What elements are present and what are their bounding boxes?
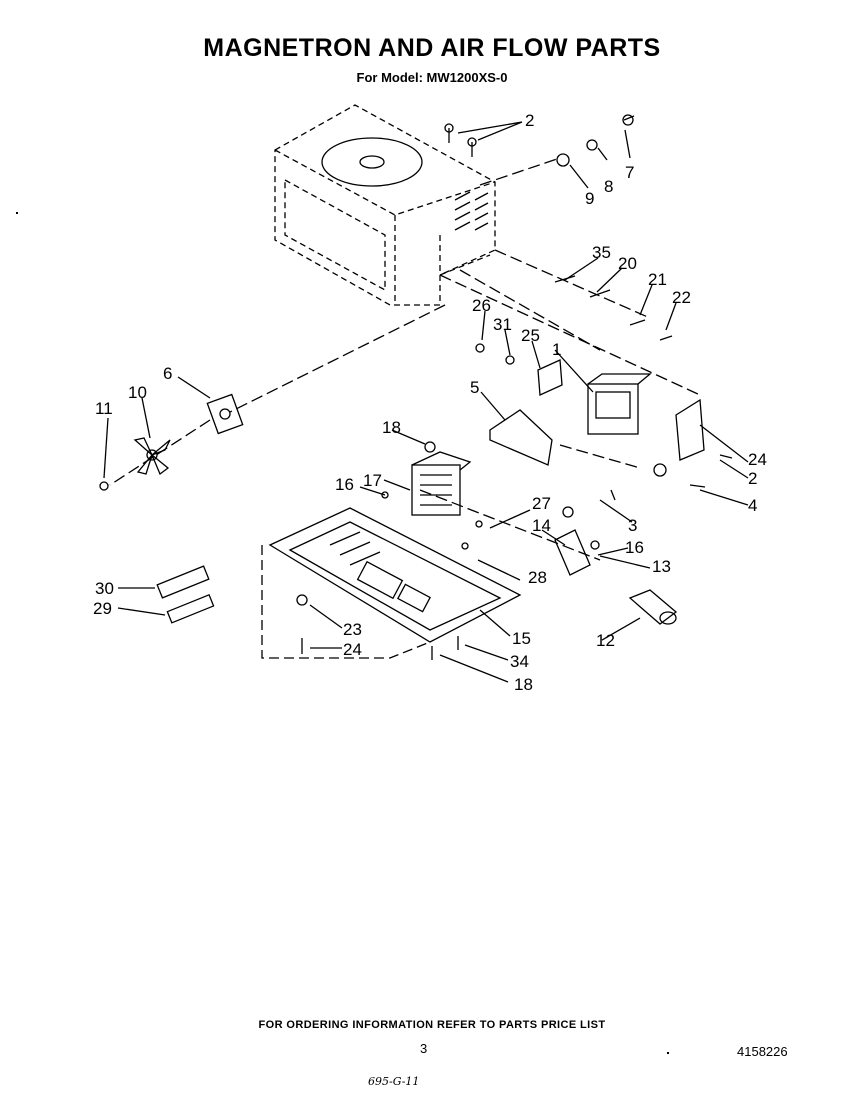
screw-parts xyxy=(296,114,733,660)
callout-label: 8 xyxy=(604,177,613,196)
callout-label: 25 xyxy=(521,326,540,345)
turntable-tray xyxy=(321,137,423,187)
transformer-part xyxy=(411,451,472,516)
callout-label: 28 xyxy=(528,568,547,587)
model-subtitle: For Model: MW1200XS-0 xyxy=(356,70,508,85)
fan-nut-part xyxy=(99,481,109,491)
callout-label: 27 xyxy=(532,494,551,513)
waveguide-cover-part xyxy=(675,398,705,461)
callout-label: 22 xyxy=(672,288,691,307)
connector-parts xyxy=(554,275,673,341)
callout-label: 12 xyxy=(596,631,615,650)
scan-speck xyxy=(16,212,18,214)
callout-label: 15 xyxy=(512,629,531,648)
callout-label: 10 xyxy=(128,383,147,402)
callout-label: 23 xyxy=(343,620,362,639)
air-guide-part xyxy=(489,409,553,466)
vent-slots xyxy=(454,191,489,231)
base-group-bracket xyxy=(261,545,431,659)
base-plate-part xyxy=(268,507,522,643)
callout-label: 2 xyxy=(525,111,534,130)
page-title: MAGNETRON AND AIR FLOW PARTS xyxy=(203,34,661,62)
capacitor-part xyxy=(628,589,678,625)
callout-label: 18 xyxy=(514,675,533,694)
callout-leaders xyxy=(103,121,749,683)
bracket-part xyxy=(537,359,563,396)
callout-label: 9 xyxy=(585,189,594,208)
callout-label: 4 xyxy=(748,496,757,515)
callout-label: 26 xyxy=(472,296,491,315)
callout-label: 24 xyxy=(343,640,362,659)
callout-label: 13 xyxy=(652,557,671,576)
magnetron-part xyxy=(587,373,652,435)
callout-label: 3 xyxy=(628,516,637,535)
callout-label: 20 xyxy=(618,254,637,273)
fan-blade-part xyxy=(133,437,171,476)
callout-label: 5 xyxy=(470,378,479,397)
callout-label: 14 xyxy=(532,516,551,535)
callout-labels: 2 7 8 9 35 20 21 22 26 31 25 1 5 6 10 11… xyxy=(93,111,767,694)
callout-label: 31 xyxy=(493,315,512,334)
scan-speck xyxy=(667,1052,669,1054)
callout-label: 29 xyxy=(93,599,112,618)
callout-label: 7 xyxy=(625,163,634,182)
handwritten-note: 695-G-11 xyxy=(368,1075,420,1088)
callout-label: 1 xyxy=(552,340,561,359)
assembly-lines xyxy=(109,157,701,561)
ordering-note: FOR ORDERING INFORMATION REFER TO PARTS … xyxy=(258,1019,606,1031)
page-number: 3 xyxy=(420,1041,428,1056)
callout-label: 24 xyxy=(748,450,767,469)
document-number: 4158226 xyxy=(737,1044,788,1059)
capacitor-bracket-part xyxy=(554,529,591,576)
callout-label: 35 xyxy=(592,243,611,262)
callout-label: 18 xyxy=(382,418,401,437)
callout-label: 11 xyxy=(95,399,113,418)
callout-label: 30 xyxy=(95,579,114,598)
callout-label: 21 xyxy=(648,270,667,289)
fan-motor-part xyxy=(206,393,244,435)
callout-label: 2 xyxy=(748,469,757,488)
callout-label: 16 xyxy=(335,475,354,494)
filter-part-30 xyxy=(166,593,215,624)
callout-label: 17 xyxy=(363,471,382,490)
callout-label: 34 xyxy=(510,652,529,671)
oven-cavity-outline xyxy=(274,104,496,306)
callout-label: 6 xyxy=(163,364,172,383)
callout-label: 16 xyxy=(625,538,644,557)
filter-part-31 xyxy=(156,565,210,599)
